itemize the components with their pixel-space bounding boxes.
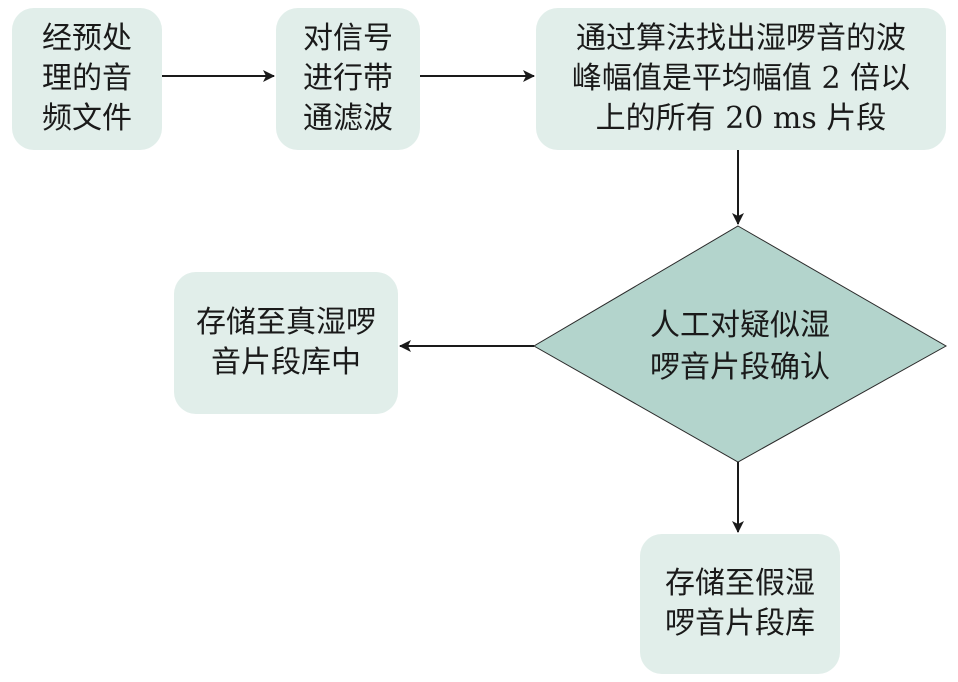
node-preprocessed-audio-label: 经预处 理的音 频文件 xyxy=(42,21,132,136)
node-preprocessed-audio: 经预处 理的音 频文件 xyxy=(12,8,162,150)
decision-diamond-label: 人工对疑似湿 啰音片段确认 xyxy=(650,308,830,385)
node-algorithm-detect-label: 通过算法找出湿啰音的波 峰幅值是平均幅值 2 倍以 上的所有 20 ms 片段 xyxy=(571,21,911,136)
node-store-true-crackles-label: 存储至真湿啰 音片段库中 xyxy=(196,305,376,380)
node-algorithm-detect: 通过算法找出湿啰音的波 峰幅值是平均幅值 2 倍以 上的所有 20 ms 片段 xyxy=(536,8,946,150)
node-bandpass-filter: 对信号 进行带 通滤波 xyxy=(276,8,420,150)
node-bandpass-filter-label: 对信号 进行带 通滤波 xyxy=(303,21,393,136)
node-store-true-crackles: 存储至真湿啰 音片段库中 xyxy=(174,272,398,414)
node-store-false-crackles-label: 存储至假湿 啰音片段库 xyxy=(665,566,815,641)
node-store-false-crackles: 存储至假湿 啰音片段库 xyxy=(640,534,840,674)
